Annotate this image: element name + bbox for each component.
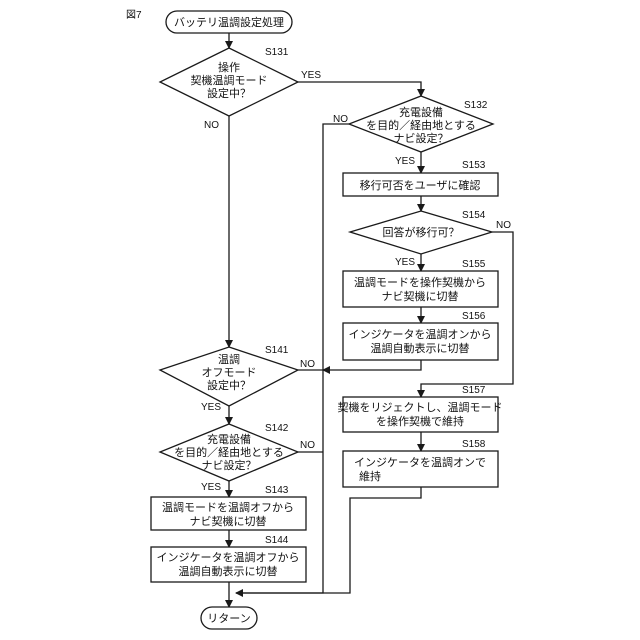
s131-yes-label: YES <box>301 70 321 81</box>
s141-no-label: NO <box>300 359 315 370</box>
s158-step-id: S158 <box>462 439 486 450</box>
s158-line-2: 維持 <box>359 469 381 483</box>
s132-step-id: S132 <box>464 100 488 111</box>
s132-yes-label: YES <box>395 156 415 167</box>
decision-s154: 回答が移行可？ S154 <box>350 210 492 254</box>
s132-no-label: NO <box>333 114 348 125</box>
s141-line-1: 温調 <box>218 352 240 366</box>
s142-line-2: を目的／経由地とする <box>174 445 284 459</box>
s144-line-2: 温調自動表示に切替 <box>179 564 278 578</box>
s132-line-3: ナビ設定？ <box>394 131 449 145</box>
s154-line-1: 回答が移行可？ <box>383 225 460 239</box>
decision-s132: 充電設備 を目的／経由地とする ナビ設定？ S132 <box>349 96 493 152</box>
start-terminal: バッテリ温調設定処理 <box>166 11 292 33</box>
s144-step-id: S144 <box>265 535 289 546</box>
s144-line-1: インジケータを温調オフから <box>157 550 300 564</box>
s154-yes-label: YES <box>395 257 415 268</box>
s153-step-id: S153 <box>462 160 486 171</box>
s155-line-1: 温調モードを操作契機から <box>354 275 486 289</box>
s142-yes-label: YES <box>201 482 221 493</box>
decision-s141: 温調 オフモード 設定中？ S141 <box>160 345 298 406</box>
s142-no-label: NO <box>300 440 315 451</box>
s158-line-1: インジケータを温調オンで <box>354 455 486 469</box>
s142-step-id: S142 <box>265 423 289 434</box>
s132-line-1: 充電設備 <box>399 105 443 119</box>
s156-step-id: S156 <box>462 311 486 322</box>
s157-line-1: 契機をリジェクトし、温調モード <box>338 400 503 414</box>
s141-line-3: 設定中？ <box>207 378 251 392</box>
s142-line-3: ナビ設定？ <box>202 458 257 472</box>
s154-step-id: S154 <box>462 210 486 221</box>
end-terminal: リターン <box>201 607 257 629</box>
s142-line-1: 充電設備 <box>207 432 251 446</box>
process-s157: 契機をリジェクトし、温調モード を操作契機で維持 S157 <box>338 385 503 432</box>
s141-step-id: S141 <box>265 345 289 356</box>
s141-yes-label: YES <box>201 402 221 413</box>
s131-no-label: NO <box>204 120 219 131</box>
s141-line-2: オフモード <box>202 366 257 379</box>
s143-line-2: ナビ契機に切替 <box>190 514 267 528</box>
s155-step-id: S155 <box>462 259 486 270</box>
decision-s142: 充電設備 を目的／経由地とする ナビ設定？ S142 <box>160 423 298 481</box>
s143-step-id: S143 <box>265 485 289 496</box>
edge-s156-merge <box>323 360 421 370</box>
s157-line-2: を操作契機で維持 <box>376 414 464 428</box>
figure-label: 図7 <box>126 9 142 21</box>
decision-s131: 操作 契機温調モード 設定中？ S131 <box>160 47 298 116</box>
s131-line-3: 設定中？ <box>207 86 251 100</box>
start-label: バッテリ温調設定処理 <box>174 15 284 29</box>
s155-line-2: ナビ契機に切替 <box>382 289 459 303</box>
s131-line-2: 契機温調モード <box>191 73 268 87</box>
s153-line-1: 移行可否をユーザに確認 <box>360 178 481 192</box>
s154-no-label: NO <box>496 220 511 231</box>
edge-s131-yes-s132 <box>298 82 421 96</box>
s157-step-id: S157 <box>462 385 486 396</box>
s132-line-2: を目的／経由地とする <box>366 118 476 132</box>
s156-line-1: インジケータを温調オンから <box>349 327 492 341</box>
s143-line-1: 温調モードを温調オフから <box>162 500 294 514</box>
s131-line-1: 操作 <box>218 60 240 74</box>
s131-step-id: S131 <box>265 47 289 58</box>
end-label: リターン <box>207 612 250 625</box>
s156-line-2: 温調自動表示に切替 <box>371 341 470 355</box>
